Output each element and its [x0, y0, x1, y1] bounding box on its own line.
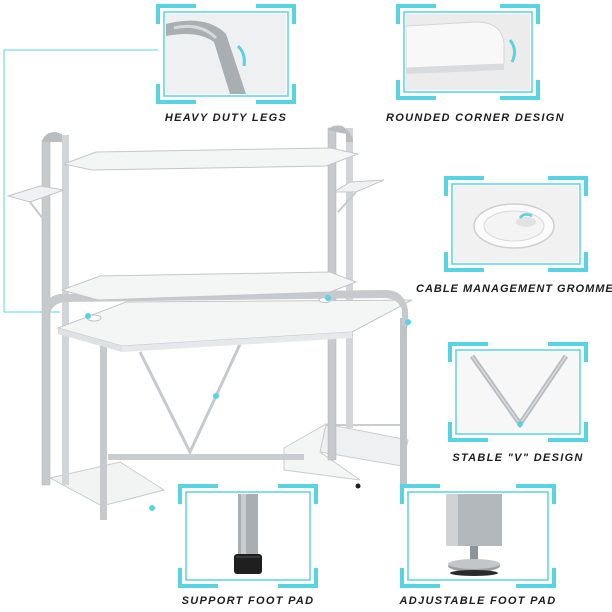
v-brace-closeup: [458, 352, 578, 432]
corner-closeup: [406, 14, 530, 90]
grommet-closeup: [454, 186, 578, 262]
frame-heavy-duty-legs: [156, 4, 296, 104]
caption-adjustable-foot-pad: ADJUSTABLE FOOT PAD: [399, 595, 557, 607]
caption-stable-v: STABLE "V" DESIGN: [452, 452, 584, 464]
adjustable-pad-closeup: [410, 494, 546, 578]
support-pad-closeup: [188, 494, 308, 578]
frame-support-foot-pad: [178, 484, 318, 588]
frame-adjustable-foot-pad: [400, 484, 556, 588]
v-brace: [138, 339, 244, 456]
callout-line: [3, 49, 158, 313]
caption-cable-grommets: CABLE MANAGEMENT GROMMETS: [416, 283, 612, 295]
caption-rounded-corner: ROUNDED CORNER DESIGN: [386, 112, 565, 124]
side-shelf-left: [6, 185, 65, 203]
middle-shelf: [60, 271, 358, 301]
caption-heavy-duty-legs: HEAVY DUTY LEGS: [164, 112, 288, 124]
leg-closeup: [166, 14, 286, 94]
frame-cable-grommets: [444, 176, 588, 272]
frame-rounded-corner: [396, 4, 540, 100]
side-shelf-right: [332, 179, 385, 193]
desk-top: [56, 299, 413, 347]
top-shelf: [62, 147, 360, 171]
frame-stable-v: [448, 342, 588, 442]
caption-support-foot-pad: SUPPORT FOOT PAD: [181, 595, 315, 607]
